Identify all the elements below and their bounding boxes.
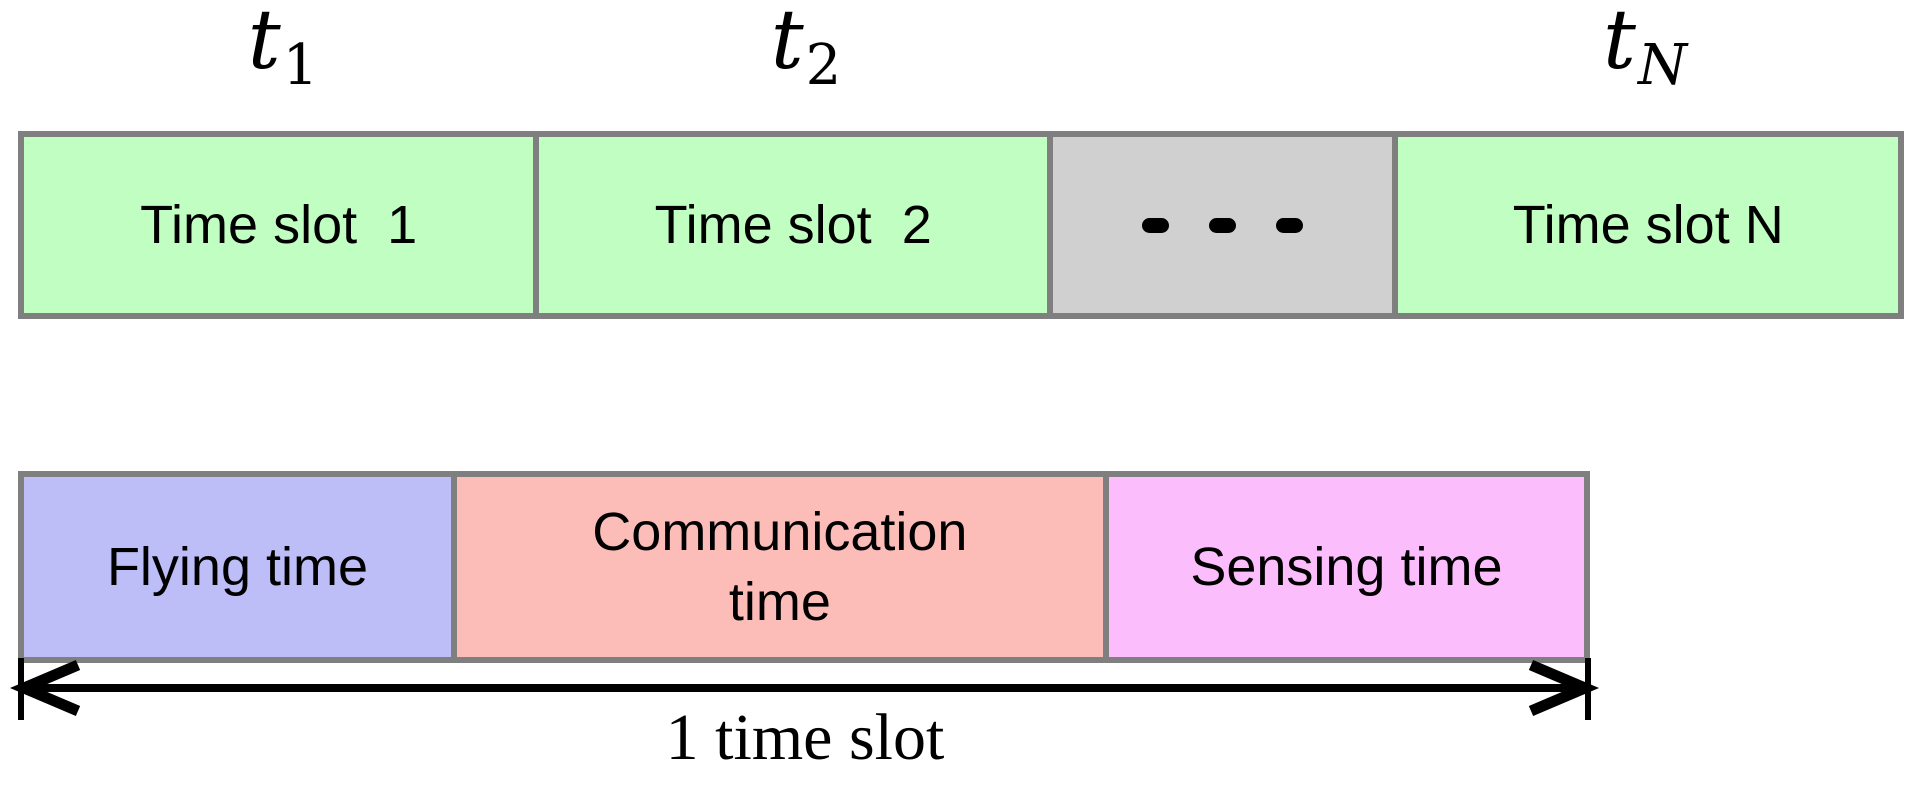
t2-base: t	[770, 0, 804, 88]
t1-subscript: 1	[282, 33, 319, 98]
flying-time-label: Flying time	[106, 537, 368, 597]
sensing-time-segment: Sensing time	[1102, 477, 1584, 657]
time-slots-bar: Time slot 1 Time slot 2 Time slot N	[18, 131, 1904, 319]
communication-time-label: Communication time	[592, 501, 968, 632]
tN-subscript: N	[1637, 33, 1687, 98]
duration-arrow-icon	[9, 658, 1600, 720]
t2-subscript: 2	[805, 33, 842, 98]
time-slot-n-label: Time slot N	[1512, 195, 1784, 255]
ellipsis-dot-icon	[1142, 217, 1170, 233]
duration-label: 1 time slot	[665, 701, 945, 774]
time-slot-2-segment: Time slot 2	[533, 137, 1048, 313]
flying-time-segment: Flying time	[24, 477, 451, 657]
ellipsis-segment	[1047, 137, 1393, 313]
time-slot-n-segment: Time slot N	[1392, 137, 1899, 313]
label-tN: tN	[1603, 0, 1687, 96]
label-t1: t1	[247, 0, 319, 96]
label-t2: t2	[770, 0, 842, 96]
t1-base: t	[247, 0, 281, 88]
tN-base: t	[1603, 0, 1636, 88]
ellipsis-dot-icon	[1209, 217, 1237, 233]
communication-time-segment: Communication time	[450, 477, 1103, 657]
time-slot-1-label: Time slot 1	[140, 195, 418, 255]
slot-structure-bar: Flying time Communication time Sensing t…	[18, 471, 1590, 663]
time-slot-2-label: Time slot 2	[654, 195, 932, 255]
ellipsis-dot-icon	[1276, 217, 1304, 233]
sensing-time-label: Sensing time	[1190, 537, 1503, 597]
time-slot-1-segment: Time slot 1	[24, 137, 534, 313]
